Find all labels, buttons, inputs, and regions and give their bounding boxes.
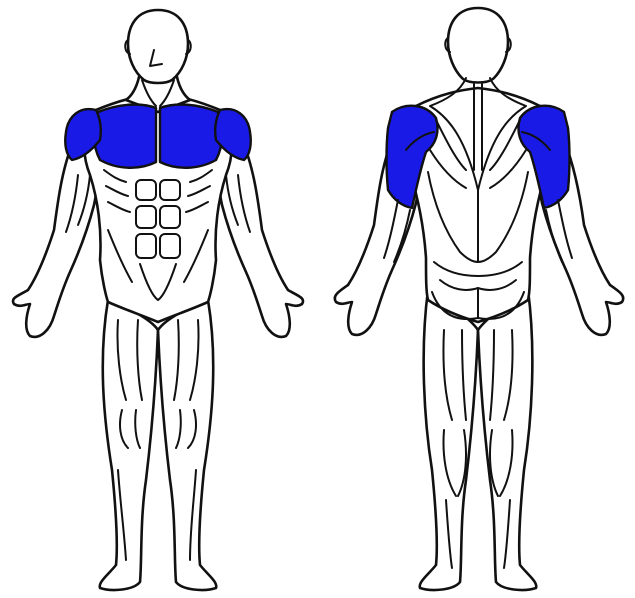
front-head [128, 10, 188, 83]
front-right-arm [217, 145, 303, 337]
front-right-leg [158, 300, 216, 590]
front-left-pectoral [94, 105, 156, 168]
back-figure [335, 8, 624, 590]
back-head [448, 8, 508, 83]
front-right-pectoral [160, 105, 222, 168]
front-figure [13, 10, 303, 590]
front-left-leg [100, 300, 158, 590]
front-left-arm [13, 145, 99, 337]
